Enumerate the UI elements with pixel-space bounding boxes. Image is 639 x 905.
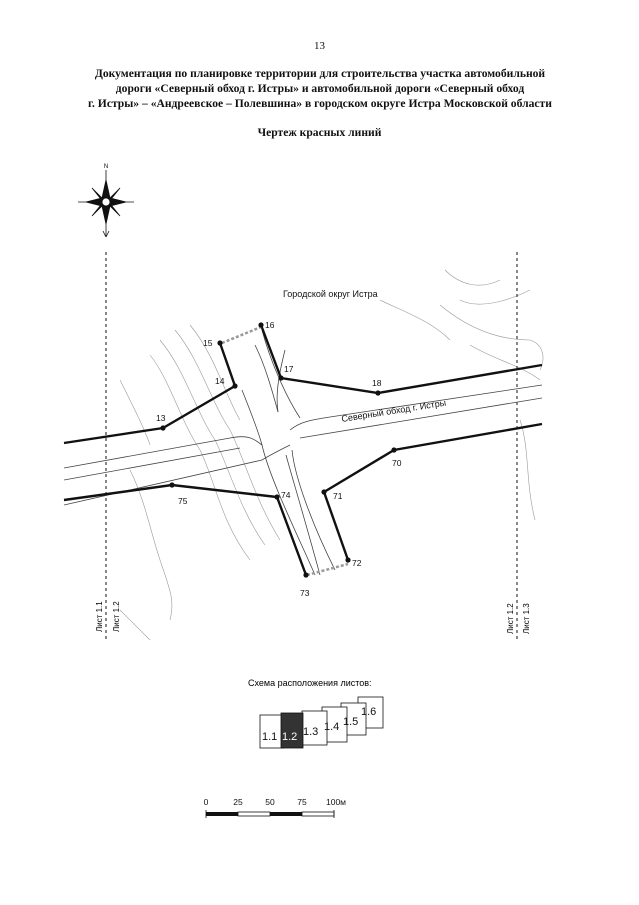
sheet-box-1-3 xyxy=(301,710,328,746)
sheet-label-right-a: Лист 1.2 xyxy=(506,603,515,634)
road-name-label: Северный обход г. Истры xyxy=(341,398,447,424)
document-title-line: дороги «Северный обход г. Истры» и автом… xyxy=(115,82,525,95)
sheet-number: 1.5 xyxy=(343,716,358,728)
sheet-number: 1.6 xyxy=(361,706,376,718)
point-labels: 13 14 15 16 17 18 70 71 72 73 74 75 xyxy=(156,320,402,598)
scale-label: 100м xyxy=(326,797,346,807)
point-15-marker xyxy=(217,340,223,346)
sheet-number: 1.3 xyxy=(303,726,318,738)
point-73-marker xyxy=(303,572,309,578)
point-label: 17 xyxy=(284,364,294,374)
sheet-number-active: 1.2 xyxy=(282,731,297,743)
point-17-marker xyxy=(278,375,284,381)
point-label: 75 xyxy=(178,496,188,506)
sheet-box-1-2-active xyxy=(280,712,304,749)
scale-segment-dark xyxy=(270,812,302,816)
point-label: 74 xyxy=(281,490,291,500)
point-71-marker xyxy=(321,489,327,495)
point-label: 70 xyxy=(392,458,402,468)
sheet-label-right-b: Лист 1.3 xyxy=(522,603,531,634)
sheet-number: 1.4 xyxy=(324,721,339,733)
sheet-label-left-a: Лист 1.1 xyxy=(95,601,104,632)
scale-label: 50 xyxy=(265,797,275,807)
terrain-contours xyxy=(119,269,544,641)
scale-label: 75 xyxy=(297,797,307,807)
point-13-marker xyxy=(160,425,166,431)
point-label: 18 xyxy=(372,378,382,388)
compass-rose-icon xyxy=(78,170,134,238)
point-label: 16 xyxy=(265,320,275,330)
compass-north-label: N xyxy=(104,164,108,170)
point-72-marker xyxy=(345,557,351,563)
point-18-marker xyxy=(375,390,381,396)
point-label: 15 xyxy=(203,338,213,348)
point-label: 13 xyxy=(156,413,166,423)
scale-bar xyxy=(205,810,335,818)
scale-label: 25 xyxy=(233,797,243,807)
sheet-scheme-labels: 1.1 1.2 1.3 1.4 1.5 1.6 xyxy=(262,706,376,743)
scale-segment-dark xyxy=(206,812,238,816)
point-label: 72 xyxy=(352,558,362,568)
sheet-box-1-1 xyxy=(259,714,285,749)
sheet-number: 1.1 xyxy=(262,731,277,743)
road-centerlines xyxy=(63,329,543,576)
sheet-label-left-b: Лист 1.2 xyxy=(112,601,121,632)
point-74-marker xyxy=(274,494,280,500)
sheet-scheme-title: Схема расположения листов: xyxy=(248,678,372,688)
drawing-title: Чертеж красных линий xyxy=(257,126,382,139)
red-line-gap-south xyxy=(306,562,349,577)
scale-label: 0 xyxy=(204,797,209,807)
turning-points xyxy=(160,322,397,578)
scale-segment-light xyxy=(237,811,271,817)
document-title-line: г. Истры» – «Андреевское – Полевшина» в … xyxy=(88,97,552,110)
point-label: 14 xyxy=(215,376,225,386)
point-16-marker xyxy=(258,322,264,328)
document-title: Документация по планировке территории дл… xyxy=(30,66,610,111)
red-line-boundaries xyxy=(63,324,543,576)
scale-segment-light xyxy=(301,811,335,817)
page-number: 13 xyxy=(314,40,325,52)
point-14-marker xyxy=(232,383,238,389)
red-line-gap-north xyxy=(221,325,262,345)
scale-labels: 0 25 50 75 100м xyxy=(204,797,347,807)
point-75-marker xyxy=(169,482,175,488)
point-label: 73 xyxy=(300,588,310,598)
point-70-marker xyxy=(391,447,397,453)
district-label: Городской округ Истра xyxy=(283,289,378,299)
point-label: 71 xyxy=(333,491,343,501)
document-title-line: Документация по планировке территории дл… xyxy=(94,67,546,80)
sheet-scheme xyxy=(259,696,384,749)
